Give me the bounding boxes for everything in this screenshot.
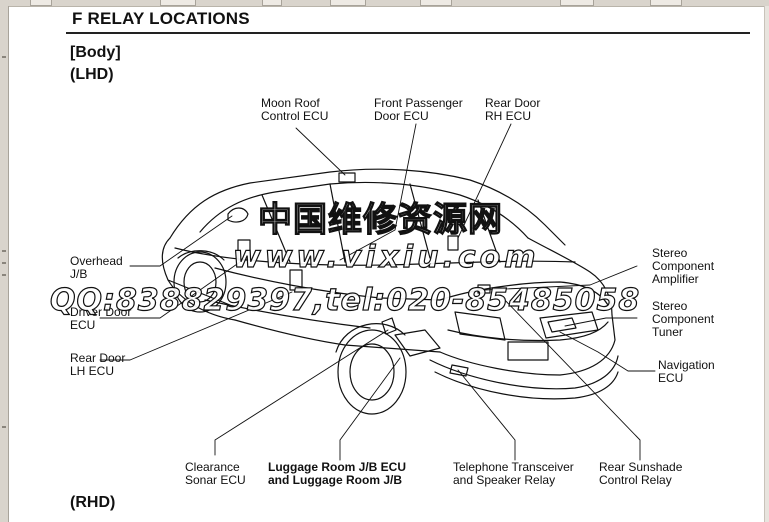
edge-tick bbox=[2, 426, 6, 428]
watermark-contact: QQ:83882939​7,tel:020-85485058 bbox=[49, 282, 641, 318]
watermark-url: www.vixiu.com bbox=[232, 239, 540, 275]
toolbar-button[interactable] bbox=[30, 0, 52, 6]
label-rear-door-lh-ecu: Rear Door LH ECU bbox=[70, 351, 126, 378]
lhd-heading: (LHD) bbox=[70, 66, 114, 83]
edge-tick bbox=[2, 262, 6, 264]
toolbar-button[interactable] bbox=[262, 0, 282, 6]
label-stereo-component-tuner: Stereo Component Tuner bbox=[652, 299, 715, 339]
label-rear-sunshade-control-relay: Rear Sunshade Control Relay bbox=[599, 460, 683, 487]
toolbar-button[interactable] bbox=[560, 0, 594, 6]
section-title: F RELAY LOCATIONS bbox=[72, 9, 250, 28]
right-scroll-edge[interactable] bbox=[764, 6, 769, 522]
label-telephone-transceiver: Telephone Transceiver and Speaker Relay bbox=[453, 460, 574, 487]
label-driver-door-ecu: Driver Door ECU bbox=[70, 305, 132, 332]
car-body-outline bbox=[161, 168, 619, 415]
edge-tick bbox=[2, 250, 6, 252]
edge-tick bbox=[2, 56, 6, 58]
toolbar-button[interactable] bbox=[420, 0, 452, 6]
watermark-site-name: 中国维修资源网 bbox=[257, 199, 503, 240]
left-scroll-edge[interactable] bbox=[0, 6, 9, 522]
label-overhead-jb: Overhead J/B bbox=[70, 254, 123, 281]
label-stereo-component-amplifier: Stereo Component Amplifier bbox=[652, 246, 715, 286]
toolbar-button[interactable] bbox=[160, 0, 196, 6]
title-rule bbox=[66, 32, 750, 34]
label-moon-roof-control-ecu: Moon Roof Control ECU bbox=[261, 96, 329, 123]
label-luggage-room-jb: Luggage Room J/B ECU and Luggage Room J/… bbox=[268, 460, 407, 487]
toolbar-button[interactable] bbox=[650, 0, 682, 6]
label-navigation-ecu: Navigation ECU bbox=[658, 358, 715, 385]
leader-lines bbox=[99, 123, 656, 461]
label-clearance-sonar-ecu: Clearance Sonar ECU bbox=[185, 460, 246, 487]
rhd-heading: (RHD) bbox=[70, 494, 116, 511]
edge-tick bbox=[2, 274, 6, 276]
label-front-passenger-door-ecu: Front Passenger Door ECU bbox=[374, 96, 463, 123]
label-rear-door-rh-ecu: Rear Door RH ECU bbox=[485, 96, 541, 123]
toolbar-button[interactable] bbox=[330, 0, 366, 6]
body-heading: [Body] bbox=[70, 44, 121, 61]
toolbar-strip bbox=[0, 0, 769, 7]
